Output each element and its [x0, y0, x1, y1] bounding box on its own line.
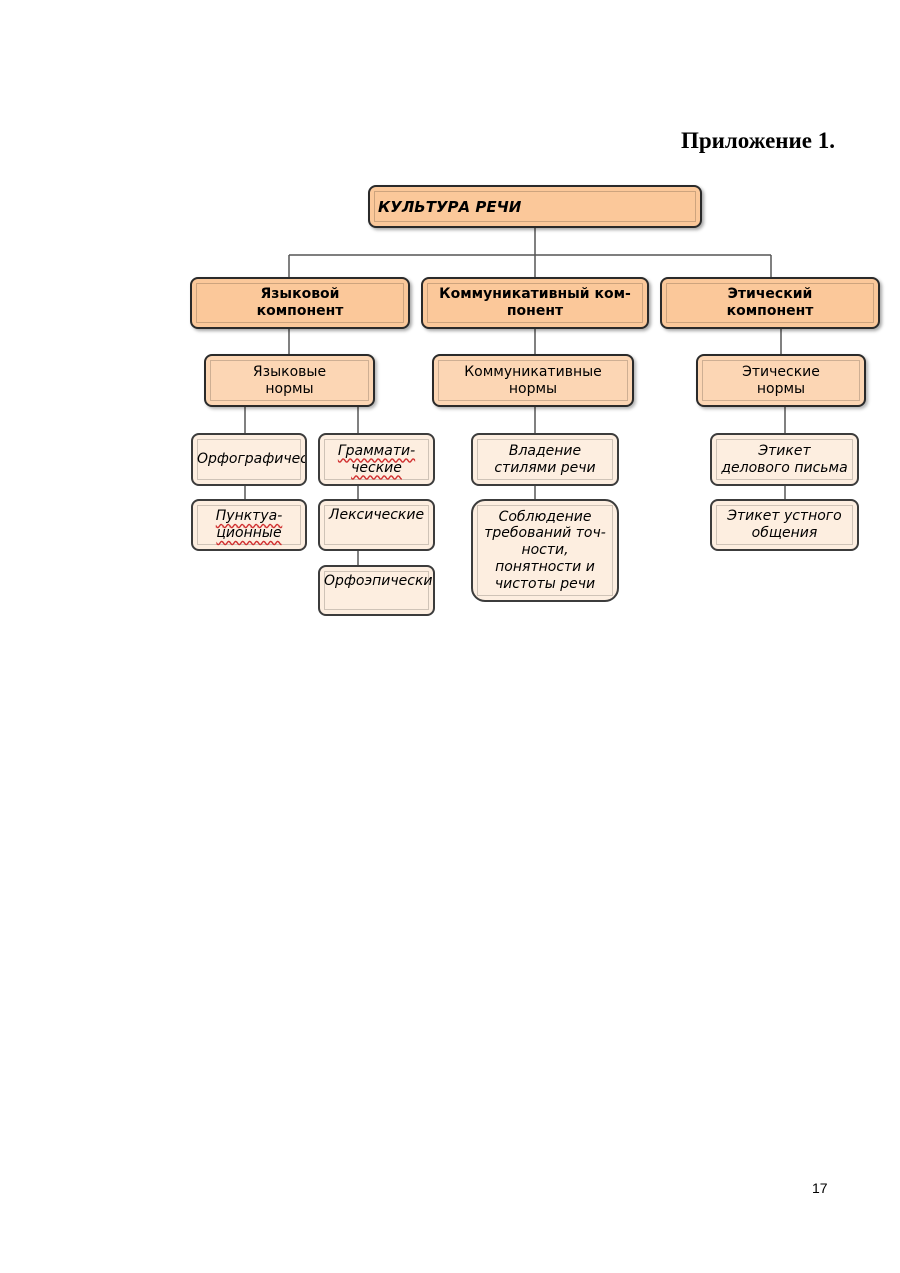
root-label: КУЛЬТУРА РЕЧИ — [378, 197, 522, 216]
node-style-mastery: Владение стилями речи — [471, 433, 619, 486]
node-ethical-norms: Этические нормы — [696, 354, 866, 407]
node-ethical-component: Этический компонент — [660, 277, 880, 329]
node-label: Этический компонент — [726, 286, 814, 319]
node-punctuation: Пунктуа- ционные — [191, 499, 307, 551]
node-label: Лексические — [328, 507, 425, 523]
node-label: Коммуникативный ком- понент — [439, 286, 631, 319]
node-accuracy-requirements: Соблюдение требований точ- ности, понятн… — [471, 499, 619, 602]
node-grammatical: Граммати- ческие — [318, 433, 435, 486]
root-node: КУЛЬТУРА РЕЧИ — [368, 185, 702, 228]
node-label: Граммати- ческие — [337, 442, 416, 476]
node-label: Орфографически — [197, 451, 307, 468]
node-label: Этикет устного общения — [727, 508, 842, 541]
node-label: Соблюдение требований точ- ности, понятн… — [484, 508, 606, 592]
node-orthoepic: Орфоэпически — [318, 565, 435, 616]
node-business-letter-etiquette: Этикет делового письма — [710, 433, 859, 486]
node-label: Языковые нормы — [252, 363, 327, 397]
node-communicative-norms: Коммуникативные нормы — [432, 354, 634, 407]
node-lexical: Лексические — [318, 499, 435, 551]
page-number: 17 — [812, 1180, 828, 1196]
node-label: Владение стилями речи — [494, 442, 596, 476]
node-language-component: Языковой компонент — [190, 277, 410, 329]
appendix-title: Приложение 1. — [680, 128, 835, 153]
node-label: Этические нормы — [742, 363, 820, 397]
node-language-norms: Языковые нормы — [204, 354, 375, 407]
node-label: Пунктуа- ционные — [215, 508, 283, 541]
node-oral-etiquette: Этикет устного общения — [710, 499, 859, 551]
node-communicative-component: Коммуникативный ком- понент — [421, 277, 649, 329]
node-orthographic: Орфографически — [191, 433, 307, 486]
node-label: Орфоэпически — [324, 573, 433, 589]
node-label: Языковой компонент — [256, 286, 344, 319]
node-label: Коммуникативные нормы — [464, 363, 602, 397]
node-label: Этикет делового письма — [721, 442, 848, 476]
